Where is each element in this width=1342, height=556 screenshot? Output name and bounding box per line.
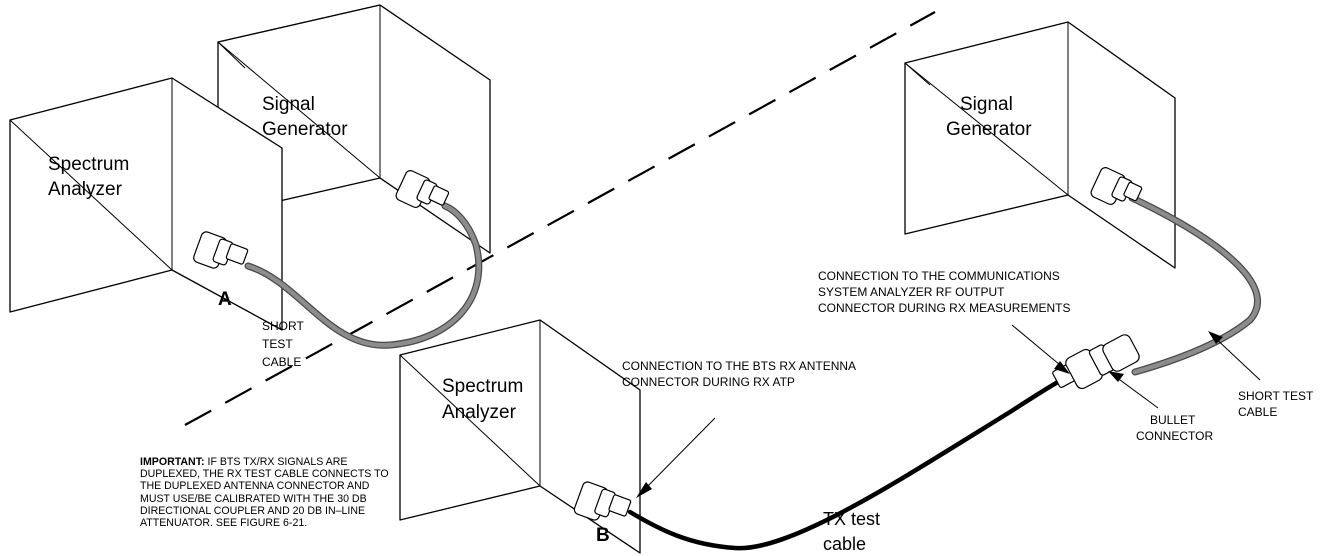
csa-callout-label: CONNECTION TO THE COMMUNICATIONS SYSTEM … [818,269,1070,315]
tx-test-cable [627,375,1068,551]
short-test-cable-a-label: SHORT TEST CABLE [262,319,307,369]
short-test-cable-b-label: SHORT TEST CABLE [1238,389,1316,419]
important-note-text: IF BTS TX/RX SIGNALS ARE DUPLEXED, THE R… [140,456,389,530]
connector-generator-a [395,170,450,208]
spectrum-analyzer-a-label: Spectrum Analyzer [48,154,135,200]
signal-generator-b-label: Signal Generator [946,94,1032,140]
connector-spectrum-a [193,231,249,269]
spectrum-analyzer-b [399,319,641,554]
csa-callout-arrow [1011,324,1070,374]
label-a: A [218,289,232,310]
bullet-connector-label: BULLET CONNECTOR [1136,413,1213,443]
important-note: IMPORTANT: IF BTS TX/RX SIGNALS ARE DUPL… [140,456,400,529]
divider-line [184,11,936,426]
short-cable-b-callout-arrow [1208,331,1261,381]
important-note-prefix: IMPORTANT: [140,456,205,468]
signal-generator-a-label: Signal Generator [262,94,348,140]
bullet-connector [1052,334,1140,390]
label-b: B [596,525,610,546]
spectrum-analyzer-b-label: Spectrum Analyzer [442,376,529,423]
bts-callout-arrow [636,417,716,498]
connector-spectrum-b [573,481,632,521]
bts-callout-label: CONNECTION TO THE BTS RX ANTENNA CONNECT… [622,359,859,389]
bullet-callout-arrow [1108,371,1159,409]
signal-generator-b [904,21,1176,269]
connector-generator-b [1090,167,1143,205]
tx-test-cable-label: TX test cable [823,509,885,554]
